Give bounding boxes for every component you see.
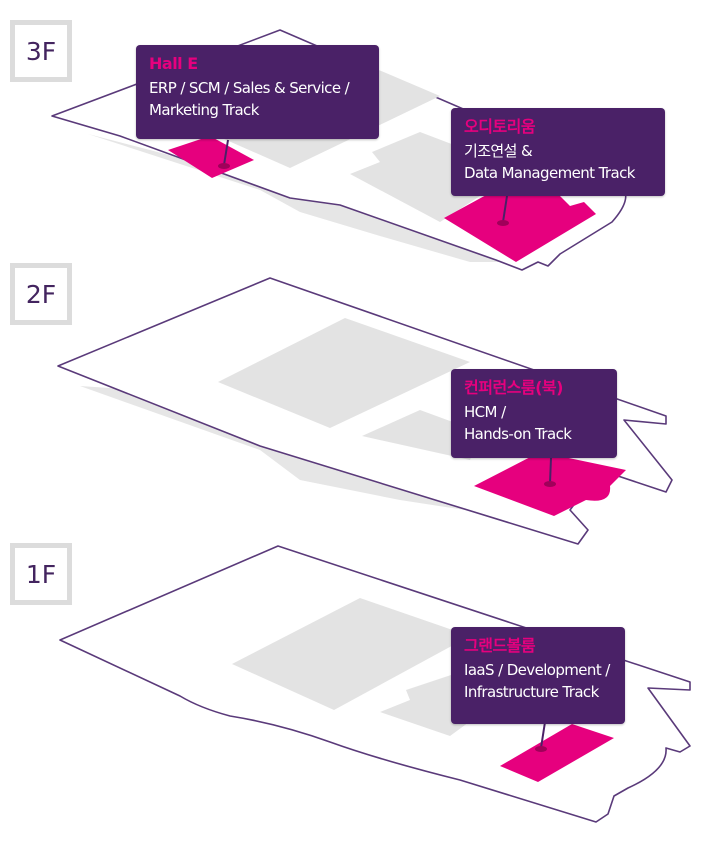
floor-badge-1f[interactable]: 1F	[10, 543, 72, 605]
floor-1f-plan	[59, 545, 691, 823]
room-hall-e[interactable]	[168, 136, 254, 178]
room-description-line: IaaS / Development /	[464, 661, 610, 679]
floor-label: 2F	[25, 279, 57, 309]
hall-e-pointer	[223, 139, 229, 166]
room-description-line: Hands-on Track	[464, 425, 572, 443]
room-description-line: Marketing Track	[149, 101, 259, 119]
room-description-line: Infrastructure Track	[464, 683, 599, 701]
callout-conference-north[interactable]: 컨퍼런스룸(북) HCM / Hands-on Track	[451, 369, 617, 458]
room-name: 오디토리움	[464, 117, 536, 136]
room-description-line: 기조연설 &	[464, 142, 533, 160]
floor-2f-plan	[57, 277, 673, 545]
room-description: IaaS / Development / Infrastructure Trac…	[464, 659, 612, 703]
floor-2f-area-1	[218, 318, 470, 428]
grand-ballroom-pointer	[540, 721, 546, 749]
callout-auditorium[interactable]: 오디토리움 기조연설 & Data Management Track	[451, 108, 665, 196]
floor-label: 1F	[25, 559, 57, 589]
auditorium-pin-dot	[497, 220, 509, 226]
room-name: Hall E	[149, 54, 198, 73]
grand-ballroom-pin-dot	[535, 746, 547, 752]
room-grand-ballroom[interactable]	[500, 724, 614, 782]
room-description-line: Data Management Track	[464, 164, 635, 182]
callout-hall-e[interactable]: Hall E ERP / SCM / Sales & Service / Mar…	[136, 45, 379, 139]
floor-badge-3f[interactable]: 3F	[10, 20, 72, 82]
room-name: 컨퍼런스룸(북)	[464, 378, 563, 397]
room-description-line: HCM /	[464, 403, 506, 421]
callout-grand-ballroom[interactable]: 그랜드볼룸 IaaS / Development / Infrastructur…	[451, 627, 625, 724]
room-description-line: ERP / SCM / Sales & Service /	[149, 79, 350, 97]
floor-label: 3F	[25, 36, 57, 66]
room-auditorium[interactable]	[444, 194, 596, 262]
auditorium-pointer	[502, 195, 508, 223]
room-description: HCM / Hands-on Track	[464, 401, 604, 445]
conference-north-pointer	[549, 457, 552, 484]
hall-e-pin-dot	[218, 163, 230, 169]
floor-2f-area-2	[362, 410, 480, 460]
room-description: ERP / SCM / Sales & Service / Marketing …	[149, 77, 366, 121]
room-name: 그랜드볼룸	[464, 636, 536, 655]
floor-badge-2f[interactable]: 2F	[10, 263, 72, 325]
conference-north-pin-dot	[544, 481, 556, 487]
room-description: 기조연설 & Data Management Track	[464, 140, 652, 184]
floor-1f-area-1	[232, 598, 470, 710]
